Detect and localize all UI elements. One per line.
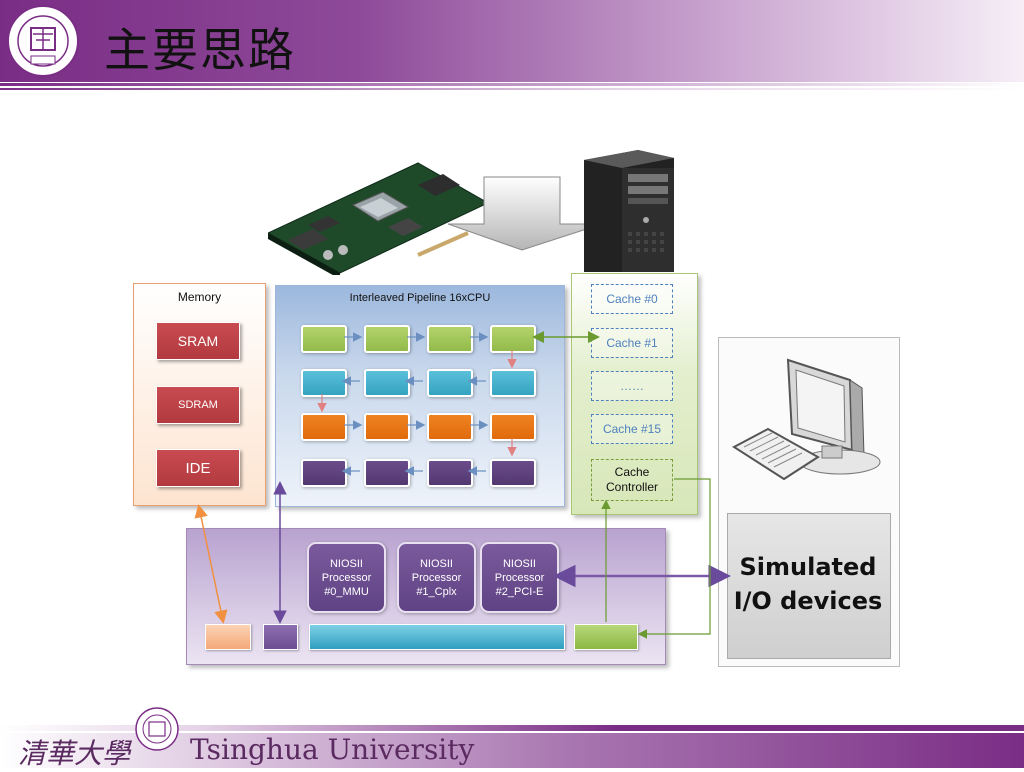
footer-university-name: Tsinghua University [190,733,475,766]
slide-title: 主要思路 [104,23,296,77]
pipeline-stage [427,413,473,441]
cache-block: Cache #0 Cache #1 …… Cache #15 Cache Con… [571,273,698,515]
fpga-board-image [268,162,488,275]
tsinghua-seal-logo [7,5,79,77]
footer-divider [0,725,1024,731]
cache-15: Cache #15 [591,414,673,444]
memory-port [205,624,251,650]
arrow-down-icon [448,176,603,251]
pipeline-stage [427,325,473,353]
header-band [0,0,1024,82]
pipeline-port [263,624,298,650]
pipeline-stage [490,413,536,441]
computer-monitor-icon [786,358,881,475]
pipeline-stage [427,369,473,397]
pipeline-title: Interleaved Pipeline 16xCPU [349,292,491,304]
ide-block: IDE [156,449,240,487]
pipeline-stage [364,369,410,397]
pipeline-stage [490,369,536,397]
system-bus [309,624,565,650]
server-tower-image [584,150,674,272]
keyboard-icon [732,427,820,481]
sram-block: SRAM [156,322,240,360]
header-divider-thin [0,88,1024,90]
cache-controller: Cache Controller [591,459,673,501]
header-divider [0,83,1024,86]
pipeline-stage [301,325,347,353]
memory-block: Memory SRAM SDRAM IDE [133,283,266,506]
sdram-block: SDRAM [156,386,240,424]
cache-1: Cache #1 [591,328,673,358]
io-devices-label: Simulated I/O devices [733,553,883,615]
cache-ellipsis: …… [591,371,673,401]
memory-title: Memory [177,290,222,304]
cache-0: Cache #0 [591,284,673,314]
pipeline-stage [490,325,536,353]
pipeline-stage [364,325,410,353]
pipeline-stage [490,459,536,487]
cache-port [574,624,638,650]
pipeline-stage [301,413,347,441]
pipeline-stage [364,413,410,441]
io-devices-box [727,513,891,659]
pipeline-block: Interleaved Pipeline 16xCPU [275,285,565,507]
tsinghua-seal-small-logo [135,707,179,751]
footer-calligraphy: 清華大學 [18,737,131,770]
pipeline-stage [427,459,473,487]
